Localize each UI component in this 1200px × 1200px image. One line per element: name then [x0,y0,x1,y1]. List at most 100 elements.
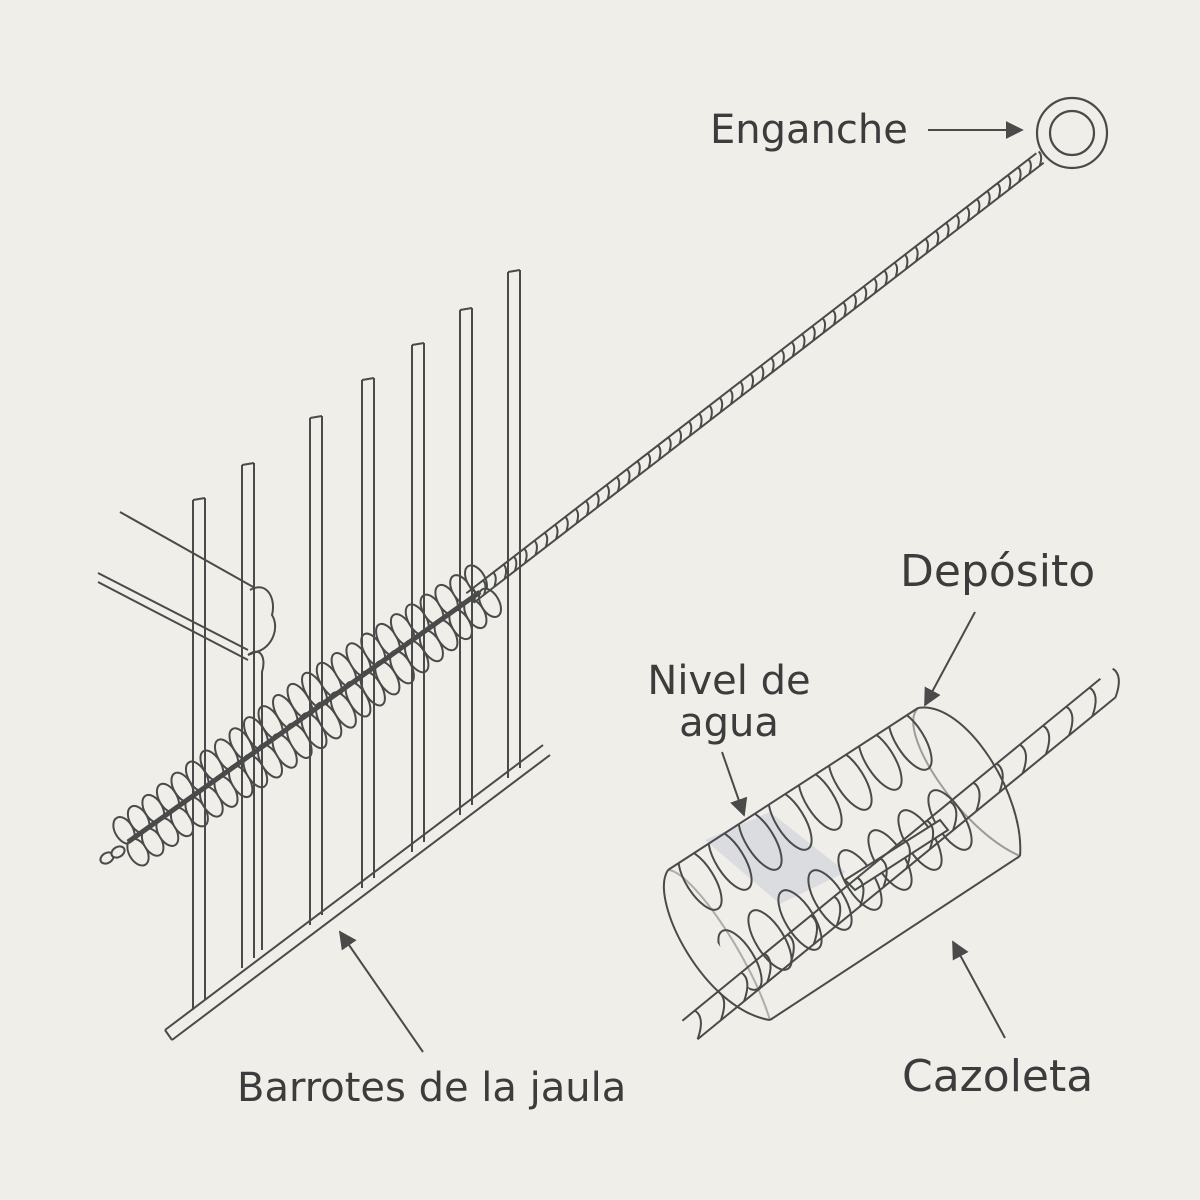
cage-bar [309,415,323,925]
detail-wire-twist [926,819,935,850]
cage-bar [192,497,206,1010]
wire-twist [533,539,538,556]
wire-twist [883,269,888,286]
cup-coil [797,769,843,831]
arrow-cup [952,940,1006,1039]
label-cage-bars: Barrotes de la jaula [237,1065,627,1111]
detail-wire-twist [903,838,911,869]
wire-twist [780,349,785,365]
wire-twist [688,420,693,437]
wire-twist [811,325,816,341]
detail-wire-twist [763,952,772,983]
hook-loop-icon [1035,96,1109,170]
wire-twist [523,547,528,564]
wire-twist [760,365,765,381]
detail-wire-twist [1019,743,1027,774]
wire-twist [513,555,518,572]
wire-twist [986,190,991,206]
wire-twist [904,253,909,270]
bristle [478,587,502,619]
wire-twist [965,206,971,222]
cup-coil [747,909,793,971]
detail-wire-twist [1112,667,1120,698]
wire-twist [955,214,960,230]
wire-twist [646,452,652,469]
detail-wire-twist [787,933,795,964]
cup-coil [677,849,723,911]
wire-twist [595,492,600,508]
cup-coil [807,869,853,931]
wire-twist [1027,158,1032,175]
arrow-reservoir [924,611,976,707]
water-fill [705,812,846,904]
wire-twist [852,293,857,310]
cup-coil [857,729,903,791]
detail-wire-twist [717,990,726,1021]
label-reservoir: Depósito [900,546,1096,597]
arrow-cage-bars [338,930,424,1053]
wire-twist [790,341,796,357]
cage-bar [411,342,425,852]
wire-twist [1017,166,1022,183]
arrow-water-level [721,751,748,817]
twisted-wire-handle [465,150,1045,604]
label-hook: Enganche [710,107,908,153]
cage-bar [361,377,375,888]
wire-twist [667,436,672,453]
wire-edge [465,152,1037,595]
detail-wire-edge [681,677,1102,1022]
detail-wire-twist [856,876,865,907]
wire-twist [574,508,580,524]
wire-twist [832,309,837,326]
brush-tip [99,845,126,865]
wire-twist [914,246,919,262]
label-cup: Cazoleta [902,1051,1094,1102]
detail-wire-twist [1088,686,1097,717]
wire-twist [708,404,713,421]
wire-twist [554,524,559,540]
wire-twist [729,389,734,405]
label-water-level-line2: agua [679,700,779,746]
wire-twist [615,476,621,492]
wire-twist [739,381,744,397]
detail-wire-twist [996,762,1004,793]
detail-wire-twist [694,1009,702,1040]
cup-coil [827,749,873,811]
wire-twist [626,468,631,484]
cup-coil [777,889,823,951]
wire-twist [862,285,868,302]
cage-bar [459,307,473,815]
wire-twist [976,198,981,214]
wire-twist [893,261,899,278]
wire-twist [801,333,806,349]
brush-core [126,589,482,845]
wire-twist [873,277,878,294]
wire-twist [564,516,569,532]
wire-twist [492,571,497,588]
callout-arrows [338,121,1024,1053]
wire-twist [945,222,950,238]
wire-twist [543,532,549,548]
label-water-level: Nivel de agua [634,660,824,744]
wire-twist [935,230,940,246]
wire-twist [585,500,590,516]
wire-twist [605,484,610,500]
cage-bar [507,269,521,778]
wire-twist [749,373,754,389]
detail-wire-twist [810,914,818,945]
wire-edge [473,161,1045,604]
wire-twist [718,396,724,413]
detail-wire-twist [879,857,888,888]
detail-wire-twist [833,895,842,926]
wire-twist [821,317,827,333]
detail-wire-twist [1065,705,1074,736]
cage-bar [241,462,255,968]
detail-wire-twist [949,800,958,831]
detail-wire-twist [740,971,749,1002]
label-water-level-line1: Nivel de [647,658,811,704]
detail-wire-twist [1042,724,1051,755]
wire-twist [657,444,662,461]
wire-twist [471,587,477,604]
